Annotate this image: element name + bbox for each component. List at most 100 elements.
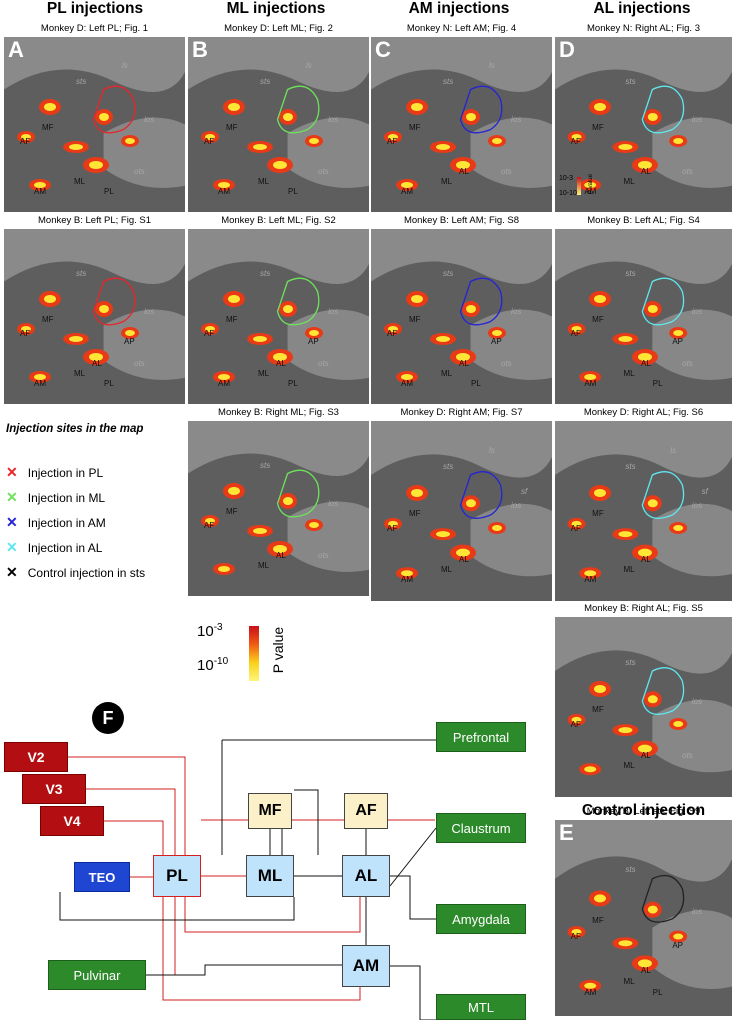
gyrus-region xyxy=(371,229,552,284)
activation-core xyxy=(593,685,606,693)
activation-core xyxy=(228,295,240,303)
cross-marker-icon: ✕ xyxy=(6,489,18,505)
sulcus-label: sts xyxy=(625,658,636,668)
cortical-flat-map xyxy=(555,37,732,191)
activation-core xyxy=(401,182,413,188)
sulcus-label: sts xyxy=(443,77,454,86)
activation-core xyxy=(593,489,606,497)
face-patch-label: AP xyxy=(672,940,684,950)
face-patch-label: AM xyxy=(584,575,597,585)
face-patch-label: ML xyxy=(623,976,635,986)
cortical-flat-map xyxy=(555,229,732,383)
activation-core xyxy=(436,144,450,150)
legend-item: ✕Injection in AL xyxy=(6,539,102,556)
face-patch-label: AF xyxy=(387,137,398,146)
cortical-flat-map xyxy=(4,37,185,191)
activation-core xyxy=(273,545,287,553)
face-patch-label: AP xyxy=(491,337,502,346)
face-patch-label: AF xyxy=(570,329,581,338)
sulcus-label: sts xyxy=(625,77,636,86)
sulcus-label: ots xyxy=(682,167,693,176)
face-patch-label: AM xyxy=(401,187,413,196)
activation-core xyxy=(89,161,103,169)
header-control: Control injection xyxy=(581,802,706,819)
gyrus-region xyxy=(287,501,369,572)
face-patch-label: MF xyxy=(409,123,421,132)
header-al: AL injections xyxy=(593,0,691,17)
node-teo: TEO xyxy=(74,862,130,892)
connection-line xyxy=(389,827,437,887)
sulcus-label: ots xyxy=(318,551,329,560)
node-claustrum: Claustrum xyxy=(436,813,526,843)
node-prefrontal: Prefrontal xyxy=(436,722,526,752)
sulcus-label: ls xyxy=(670,445,677,455)
activation-core xyxy=(218,566,230,572)
face-patch-label: MF xyxy=(592,916,604,926)
header-ml: ML injections xyxy=(226,0,326,17)
activation-core xyxy=(456,548,470,557)
face-patch-label: PL xyxy=(104,379,114,388)
face-patch-label: AF xyxy=(570,523,581,533)
node-mf: MF xyxy=(248,793,292,829)
sulcus-label: ios xyxy=(328,499,339,508)
face-patch-label: MF xyxy=(592,123,604,132)
panel-letter: B xyxy=(192,37,208,62)
node-amygdala: Amygdala xyxy=(436,904,526,934)
connection-line xyxy=(390,875,436,920)
node-pulvinar: Pulvinar xyxy=(48,960,146,990)
injection-contour xyxy=(276,277,320,326)
activation-core xyxy=(637,548,652,557)
activation-core xyxy=(309,330,319,336)
legend-title: Injection sites in the map xyxy=(6,423,144,435)
face-patch-label: PL xyxy=(471,379,481,388)
face-patch-label: MF xyxy=(592,509,604,519)
sulcus-label: sts xyxy=(625,269,636,278)
activation-core xyxy=(218,374,230,380)
sulcus-label: sf xyxy=(521,486,528,496)
node-ml: ML xyxy=(246,855,294,897)
activation-core xyxy=(228,487,240,495)
activation-core xyxy=(309,138,319,144)
gyrus-region xyxy=(4,229,185,284)
face-patch-label: ML xyxy=(258,561,270,570)
face-patch-label: MF xyxy=(226,507,238,516)
sulcus-label: ios xyxy=(691,307,703,316)
gyrus-region xyxy=(555,37,732,92)
activation-core xyxy=(492,524,502,531)
cortical-flat-map xyxy=(371,421,552,580)
connection-line xyxy=(162,897,361,1001)
node-mtl: MTL xyxy=(436,994,526,1020)
activation-core xyxy=(571,929,582,935)
panel-caption: Monkey B: Left ML; Fig. S2 xyxy=(221,215,336,226)
activation-core xyxy=(647,305,658,313)
gyrus-region xyxy=(652,309,732,380)
face-patch-label: AP xyxy=(308,337,319,346)
face-patch-label: ML xyxy=(441,565,453,574)
face-patch-label: MF xyxy=(592,315,604,324)
face-patch-label: ML xyxy=(441,369,453,378)
sulcus-label: ios xyxy=(691,501,703,511)
face-patch-label: ML xyxy=(623,177,635,186)
panel-caption: Monkey B: Left PL; Fig. S1 xyxy=(38,215,151,226)
colorbar-bottom-label: 10-10 xyxy=(197,656,229,674)
face-patch-label: ML xyxy=(441,177,453,186)
activation-core xyxy=(584,182,597,188)
connection-line xyxy=(390,965,436,1021)
activation-core xyxy=(388,326,398,332)
injection-contour xyxy=(641,667,685,715)
connection-line xyxy=(68,756,186,855)
activation-core xyxy=(673,720,684,727)
header-am: AM injections xyxy=(408,0,510,17)
sulcus-label: ios xyxy=(328,307,339,316)
legend-label: Injection in PL xyxy=(27,466,104,480)
sulcus-label: sts xyxy=(76,269,87,278)
face-patch-label: PL xyxy=(652,988,663,997)
cortical-flat-map xyxy=(555,421,732,580)
sulcus-label: sts xyxy=(443,269,454,278)
activation-core xyxy=(673,933,684,940)
face-patch-label: MF xyxy=(409,509,421,519)
